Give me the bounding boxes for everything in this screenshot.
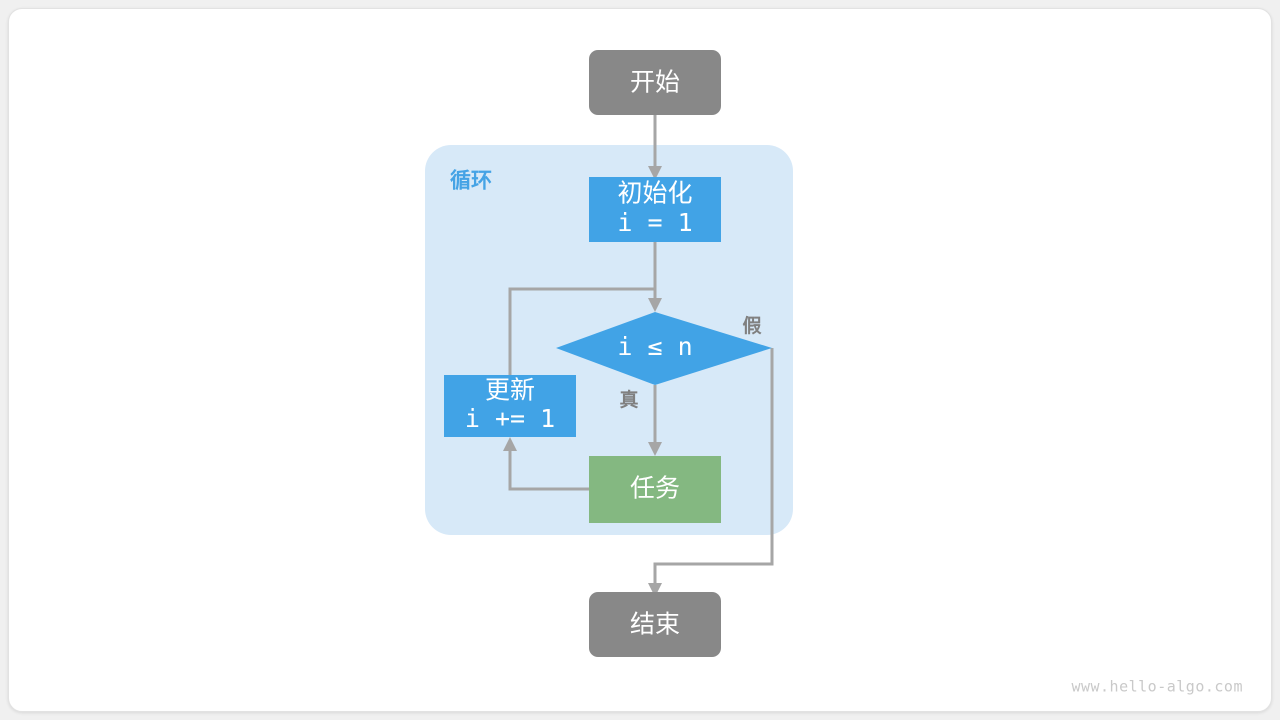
edge-cond-to-end — [653, 348, 774, 585]
loop-group-label: 循环 — [450, 169, 492, 193]
node-init-sublabel: i = 1 — [617, 208, 692, 237]
arrow-cond-to-end — [648, 583, 662, 597]
node-condition-label: i ≤ n — [617, 332, 692, 361]
node-update-sublabel: i += 1 — [465, 404, 555, 433]
edge-label-true: 真 — [619, 388, 638, 411]
node-init[interactable] — [589, 177, 721, 242]
node-update[interactable] — [444, 375, 576, 437]
node-update-label: 更新 — [485, 377, 535, 405]
watermark-text: www.hello-algo.com — [1071, 678, 1243, 696]
edge-task-to-update — [508, 450, 590, 491]
edge-update-to-cond — [508, 287, 657, 375]
node-end[interactable] — [589, 592, 721, 657]
arrow-start-to-init — [648, 166, 662, 180]
node-condition[interactable] — [556, 312, 772, 385]
arrow-task-to-update — [503, 437, 517, 451]
node-task-label: 任务 — [630, 475, 680, 503]
edge-label-false: 假 — [742, 314, 761, 337]
arrow-cond-to-task — [648, 442, 662, 456]
node-start-label: 开始 — [630, 69, 680, 97]
node-task[interactable] — [589, 456, 721, 523]
node-end-label: 结束 — [630, 611, 680, 639]
node-init-label: 初始化 — [617, 180, 692, 208]
arrow-init-to-cond — [648, 298, 662, 312]
node-start[interactable] — [589, 50, 721, 115]
